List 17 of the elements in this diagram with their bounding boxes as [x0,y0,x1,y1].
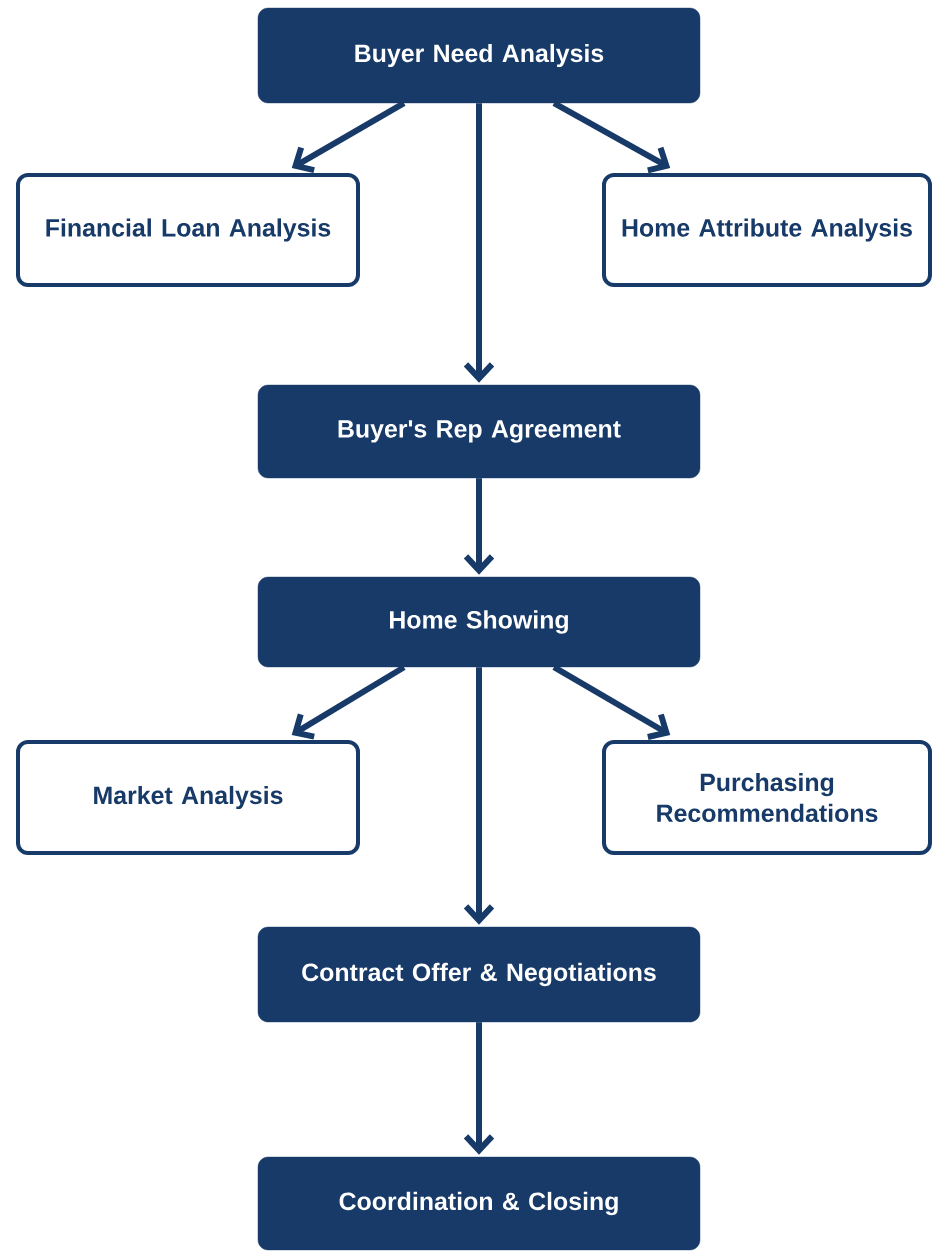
arrow [463,478,495,575]
arrow [463,667,495,925]
process-box: Buyer's Rep Agreement [257,384,701,479]
analysis-box: Financial Loan Analysis [16,173,360,287]
process-box: Contract Offer & Negotiations [257,926,701,1023]
arrow [463,103,495,383]
arrow [552,664,671,740]
process-box: Buyer Need Analysis [257,7,701,104]
arrow [463,1022,495,1155]
process-box: Coordination & Closing [257,1156,701,1251]
arrow [291,664,406,740]
analysis-box: Market Analysis [16,740,360,855]
process-box: Home Showing [257,576,701,668]
arrow [552,100,671,174]
analysis-box: Home Attribute Analysis [602,173,932,287]
analysis-box: Purchasing Recommendations [602,740,932,855]
arrow [291,100,406,173]
